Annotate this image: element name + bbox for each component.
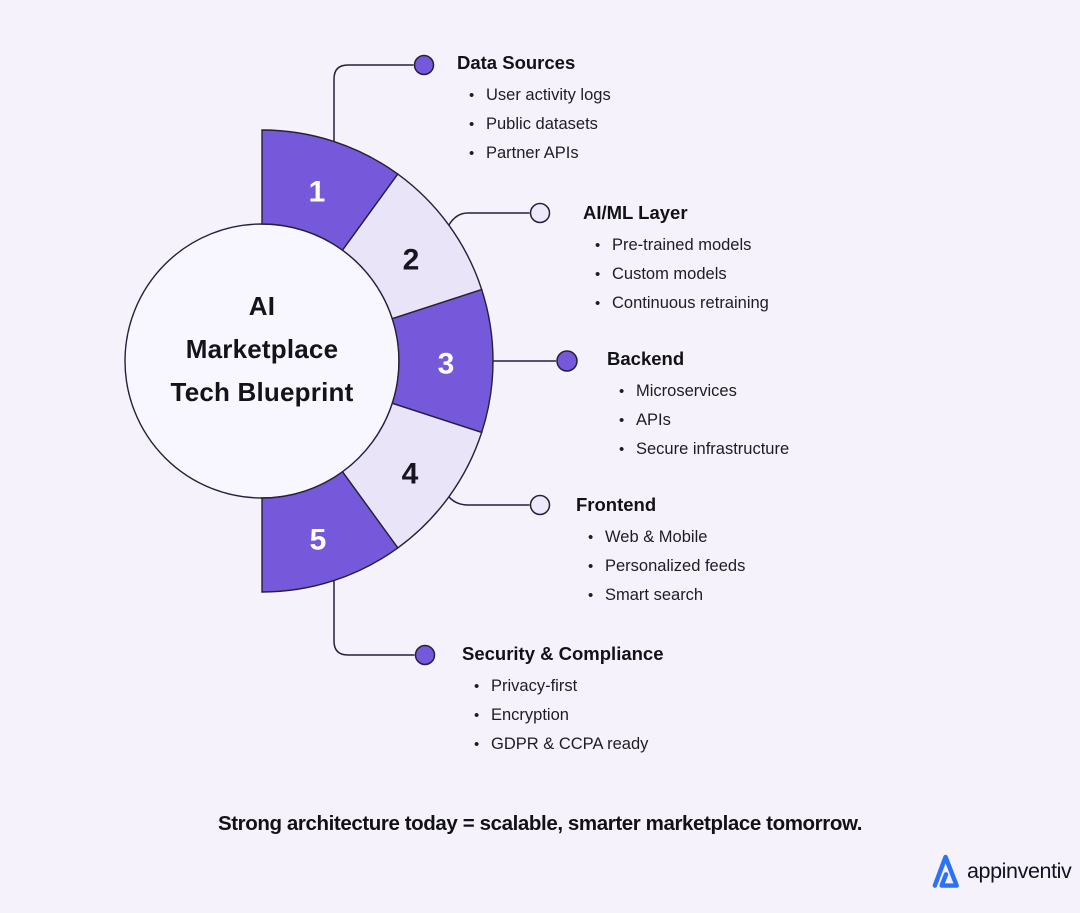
- appinventiv-logo: appinventiv: [931, 853, 1072, 890]
- connector-dot-1: [413, 54, 435, 76]
- section-title: Frontend: [576, 494, 657, 515]
- section-title: AI/ML Layer: [583, 202, 688, 223]
- list-item: Continuous retraining: [583, 289, 769, 318]
- list-item: Privacy-first: [462, 672, 664, 701]
- list-item: Secure infrastructure: [607, 435, 789, 464]
- list-item: APIs: [607, 406, 789, 435]
- list-item: Custom models: [583, 260, 769, 289]
- list-item: GDPR & CCPA ready: [462, 730, 664, 759]
- connector-dot-5: [414, 644, 436, 666]
- section-security-compliance: Security & Compliance Privacy-first Encr…: [462, 642, 664, 759]
- connector-line-2: [448, 212, 530, 226]
- list-item: Encryption: [462, 701, 664, 730]
- appinventiv-logo-text: appinventiv: [967, 859, 1072, 883]
- center-title: AI Marketplace Tech Blueprint: [122, 285, 402, 414]
- section-items: Pre-trained models Custom models Continu…: [583, 231, 769, 318]
- list-item: Web & Mobile: [576, 523, 745, 552]
- section-frontend: Frontend Web & Mobile Personalized feeds…: [576, 493, 745, 610]
- list-item: Personalized feeds: [576, 552, 745, 581]
- segment-1-number: 1: [309, 176, 326, 209]
- center-title-line-3: Tech Blueprint: [170, 377, 354, 407]
- connector-dot-3: [556, 350, 578, 372]
- tagline: Strong architecture today = scalable, sm…: [217, 812, 863, 835]
- list-item: Partner APIs: [457, 139, 611, 168]
- connector-line-5: [333, 580, 415, 656]
- section-title: Data Sources: [457, 52, 576, 73]
- section-items: Microservices APIs Secure infrastructure: [607, 377, 789, 464]
- segment-5-number: 5: [310, 524, 327, 557]
- connector-line-1: [333, 64, 414, 142]
- connector-dot-2: [529, 202, 551, 224]
- segment-4-number: 4: [402, 458, 419, 491]
- list-item: Microservices: [607, 377, 789, 406]
- section-items: Privacy-first Encryption GDPR & CCPA rea…: [462, 672, 664, 759]
- connector-line-4: [448, 496, 530, 506]
- list-item: Pre-trained models: [583, 231, 769, 260]
- list-item: User activity logs: [457, 81, 611, 110]
- section-data-sources: Data Sources User activity logs Public d…: [457, 51, 611, 168]
- connector-dot-4: [529, 494, 551, 516]
- segment-2-number: 2: [403, 244, 420, 277]
- appinventiv-logo-icon: [932, 854, 959, 888]
- section-items: User activity logs Public datasets Partn…: [457, 81, 611, 168]
- section-backend: Backend Microservices APIs Secure infras…: [607, 347, 789, 464]
- section-title: Backend: [607, 348, 685, 369]
- section-ai-ml-layer: AI/ML Layer Pre-trained models Custom mo…: [583, 201, 769, 318]
- section-title: Security & Compliance: [462, 643, 664, 664]
- list-item: Smart search: [576, 581, 745, 610]
- list-item: Public datasets: [457, 110, 611, 139]
- center-title-line-2: Marketplace: [185, 334, 339, 364]
- section-items: Web & Mobile Personalized feeds Smart se…: [576, 523, 745, 610]
- center-title-line-1: AI: [248, 291, 276, 321]
- segment-5-security-compliance: [261, 470, 399, 593]
- segment-3-number: 3: [438, 348, 455, 381]
